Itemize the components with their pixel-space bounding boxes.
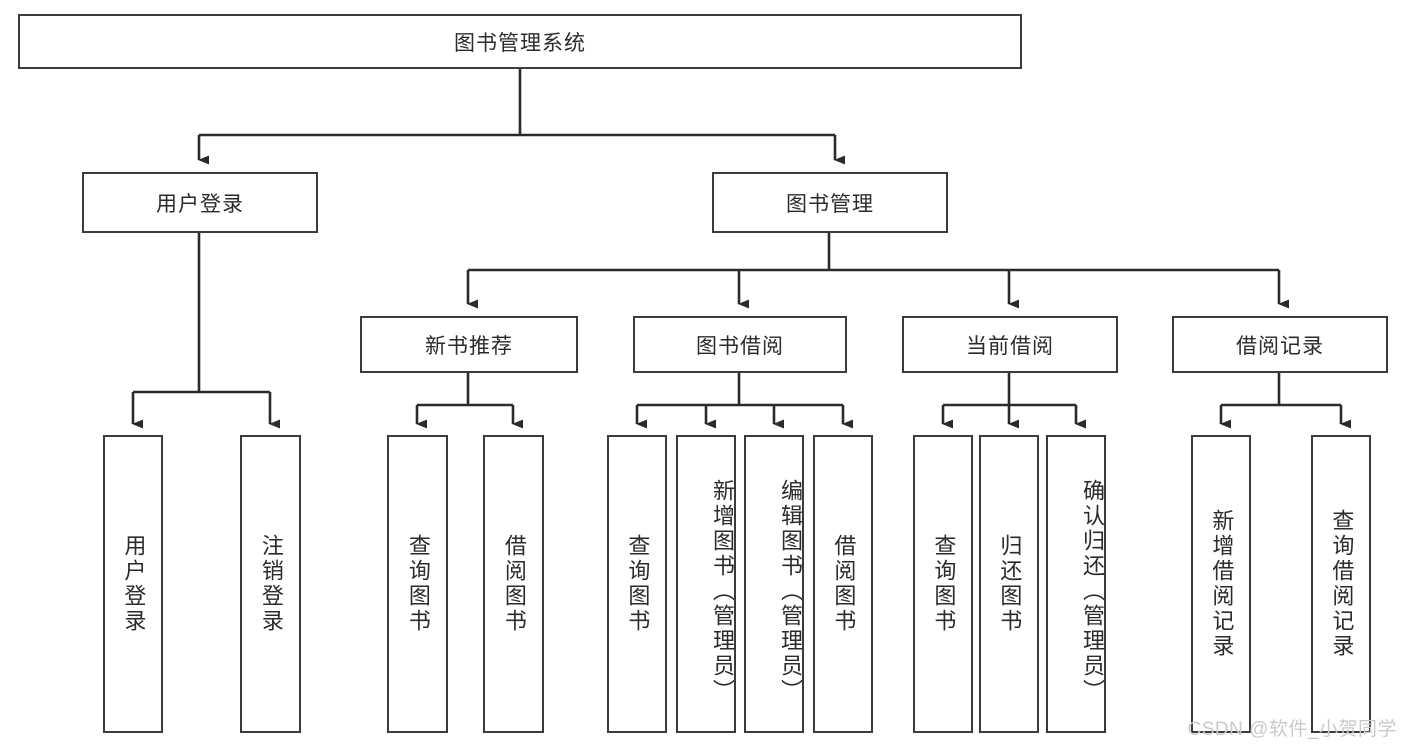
node-label: 借阅图书 — [501, 534, 527, 634]
leaf-current-borrow-return-book[interactable]: 归还图书 — [979, 435, 1039, 733]
leaf-user-login-login[interactable]: 用户登录 — [103, 435, 163, 733]
leaf-book-borrow-add-book-admin[interactable]: 新增图书（管理员） — [676, 435, 736, 733]
node-label: 查询借阅记录 — [1329, 509, 1355, 659]
node-current-borrow[interactable]: 当前借阅 — [902, 316, 1118, 373]
leaf-book-borrow-edit-book-admin[interactable]: 编辑图书（管理员） — [744, 435, 804, 733]
node-label: 注销登录 — [258, 534, 284, 634]
watermark: CSDN @软件_小贺同学 — [1187, 719, 1397, 740]
node-user-login[interactable]: 用户登录 — [82, 172, 318, 233]
node-label: 借阅图书 — [831, 534, 857, 634]
node-label: 当前借阅 — [966, 334, 1054, 358]
node-label: 查询图书 — [405, 534, 431, 634]
node-label: 查询图书 — [625, 534, 651, 634]
node-label: 用户登录 — [121, 534, 147, 634]
node-book-borrow[interactable]: 图书借阅 — [633, 316, 847, 373]
node-label: 图书借阅 — [696, 334, 784, 358]
node-label: 归还图书 — [997, 534, 1023, 634]
leaf-current-borrow-confirm-return-admin[interactable]: 确认归还（管理员） — [1046, 435, 1106, 733]
node-borrow-record[interactable]: 借阅记录 — [1172, 316, 1388, 373]
leaf-borrow-record-query-record[interactable]: 查询借阅记录 — [1311, 435, 1371, 733]
node-label: 新增借阅记录 — [1209, 509, 1235, 659]
leaf-borrow-record-add-record[interactable]: 新增借阅记录 — [1191, 435, 1251, 733]
node-label: 用户登录 — [156, 192, 244, 216]
leaf-user-login-logout[interactable]: 注销登录 — [240, 435, 301, 733]
node-label: 查询图书 — [931, 534, 957, 634]
leaf-current-borrow-query-book[interactable]: 查询图书 — [913, 435, 973, 733]
node-root-system[interactable]: 图书管理系统 — [18, 14, 1022, 69]
node-label: 编辑图书（管理员） — [778, 478, 803, 704]
node-label: 图书管理系统 — [454, 31, 586, 55]
leaf-new-book-borrow-book[interactable]: 借阅图书 — [483, 435, 544, 733]
leaf-new-book-query-book[interactable]: 查询图书 — [387, 435, 448, 733]
node-label: 图书管理 — [786, 192, 874, 216]
node-label: 新书推荐 — [425, 334, 513, 358]
node-label: 确认归还（管理员） — [1080, 478, 1105, 704]
node-book-management[interactable]: 图书管理 — [712, 172, 948, 233]
node-label: 借阅记录 — [1236, 334, 1324, 358]
leaf-book-borrow-query-book[interactable]: 查询图书 — [607, 435, 667, 733]
leaf-book-borrow-borrow-book[interactable]: 借阅图书 — [813, 435, 873, 733]
node-label: 新增图书（管理员） — [710, 478, 735, 704]
node-new-book-recommend[interactable]: 新书推荐 — [360, 316, 578, 373]
